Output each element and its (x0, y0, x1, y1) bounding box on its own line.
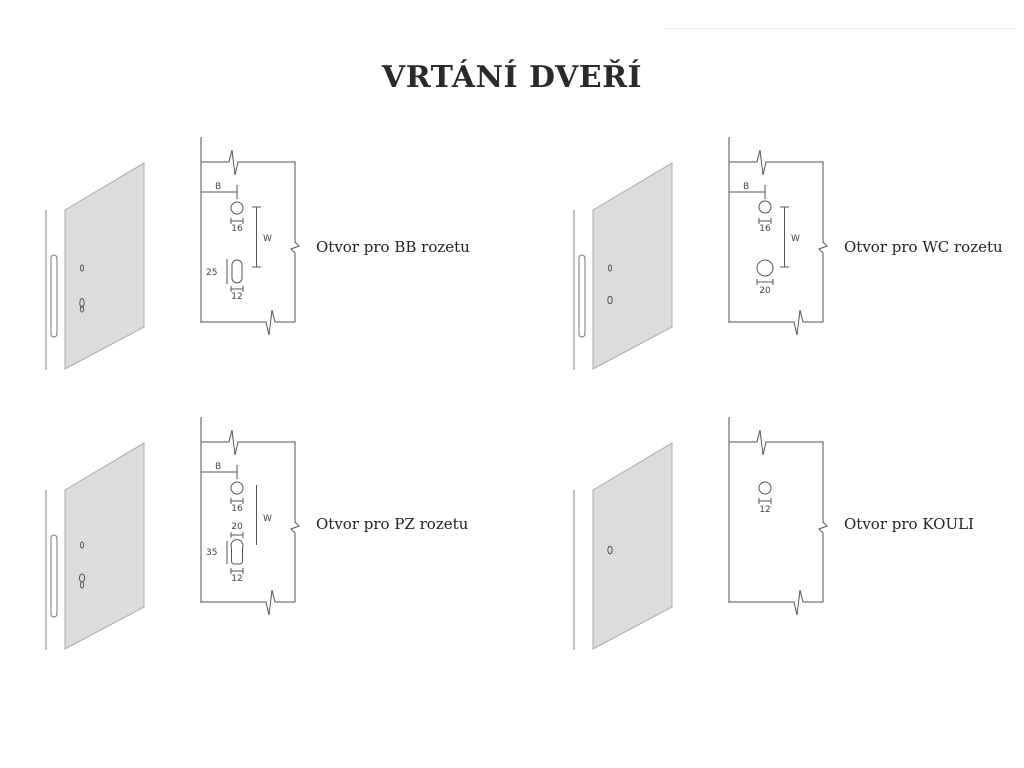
dim-top-hole-label: 16 (231, 224, 243, 234)
page-title: VRTÁNÍ DVEŘÍ (381, 60, 643, 95)
dim-width-label: 12 (231, 292, 242, 302)
drilling-diagram-bb: B 16 W 25 12 (200, 137, 300, 336)
dim-b-label: B (743, 182, 749, 192)
door-illustration-pz (45, 442, 145, 650)
dim-w-label: W (263, 234, 272, 244)
dim-height-label: 35 (206, 548, 217, 558)
top-divider (665, 28, 1015, 29)
drilling-diagram-pz: B 16 W 20 35 12 (200, 417, 300, 616)
dim-b-label: B (215, 462, 221, 472)
label-kouli: Otvor pro KOULI (844, 515, 974, 533)
door-illustration-bb (45, 162, 145, 370)
dim-w-label: W (791, 234, 800, 244)
dim-width-label: 12 (231, 574, 242, 584)
label-wc-rozeta: Otvor pro WC rozetu (844, 238, 1003, 256)
dim-bottom-hole-label: 20 (759, 286, 771, 296)
label-pz-rozeta: Otvor pro PZ rozetu (316, 515, 469, 533)
dim-height-label: 25 (206, 268, 217, 278)
dim-w-label: W (263, 514, 272, 524)
dim-hole-label: 12 (759, 505, 770, 515)
label-bb-rozeta: Otvor pro BB rozetu (316, 238, 470, 256)
dim-top-hole-label: 16 (759, 224, 771, 234)
dim-b-label: B (215, 182, 221, 192)
dim-top-hole-label: 16 (231, 504, 243, 514)
drilling-diagram-wc: B 16 W 20 (728, 137, 828, 336)
dim-cyl-top-label: 20 (231, 522, 243, 532)
drilling-diagram-kouli: 12 (728, 417, 828, 616)
door-illustration-kouli (573, 442, 673, 650)
door-illustration-wc (573, 162, 673, 370)
